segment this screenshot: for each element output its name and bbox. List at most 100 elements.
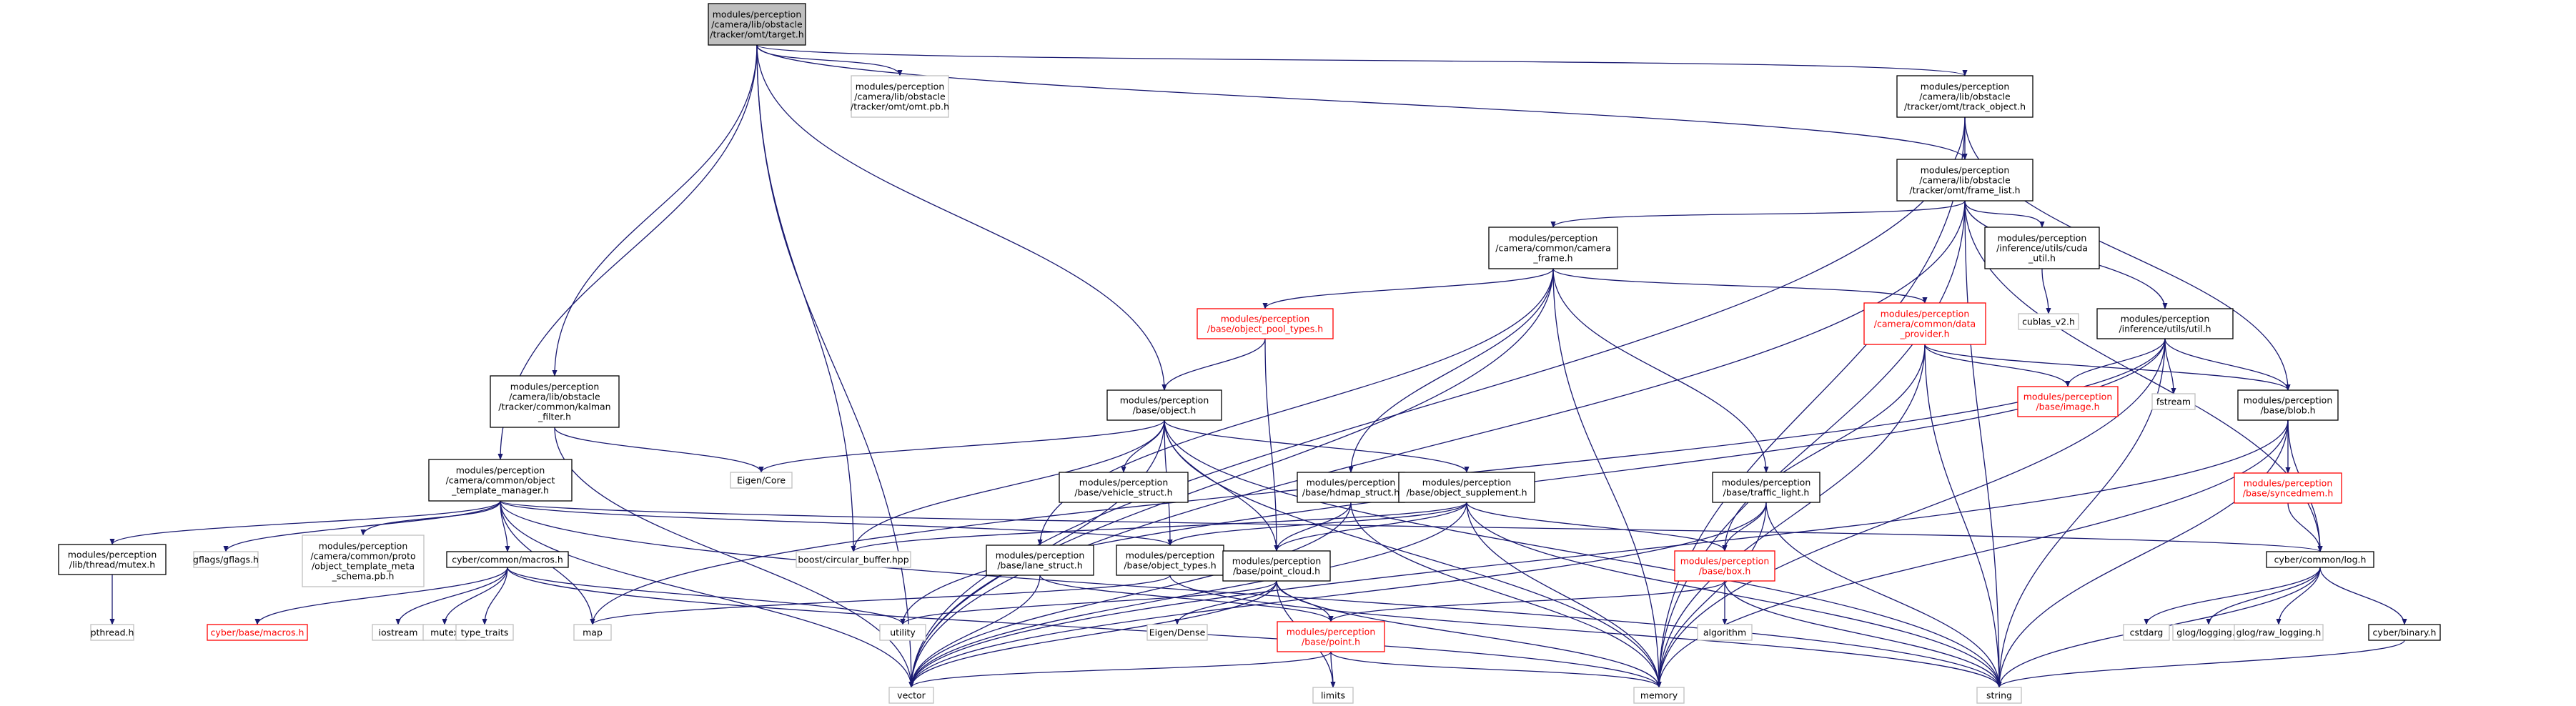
node-gflags[interactable]: gflags/gflags.h (193, 551, 259, 568)
node-hdmap-struct[interactable]: modules/perception/base/hdmap_struct.h (1297, 472, 1405, 503)
edge-inference-util-to-base-image (2065, 338, 2166, 387)
node-box (193, 551, 259, 568)
node-box (986, 545, 1094, 576)
node-cyber-binary[interactable]: cyber/binary.h (2368, 624, 2441, 641)
node-box (490, 375, 620, 428)
node-fstream[interactable]: fstream (2151, 393, 2196, 410)
edge (1167, 502, 1467, 546)
node-syncedmem[interactable]: modules/perception/base/syncedmem.h (2234, 472, 2342, 504)
node-eigen-core[interactable]: Eigen/Core (730, 472, 793, 489)
edge (500, 500, 1173, 546)
node-lane-struct[interactable]: modules/perception/base/lane_struct.h (986, 545, 1094, 576)
node-base-object[interactable]: modules/perception/base/object.h (1106, 389, 1222, 421)
edge-data-provider-to-memory (1656, 344, 1926, 688)
node-box (851, 75, 949, 118)
node-template-meta-pb[interactable]: modules/perception/camera/common/proto/o… (302, 535, 425, 587)
node-cstdarg[interactable]: cstdarg (2123, 624, 2170, 641)
node-label-line: /camera/common/proto (310, 551, 415, 562)
node-inference-util[interactable]: modules/perception/inference/utils/util.… (2096, 308, 2234, 339)
node-glog-logging[interactable]: glog/logging.h (2172, 624, 2245, 641)
edge-point-cloud-to-utility (900, 580, 1277, 625)
node-object-types[interactable]: modules/perception/base/object_types.h (1116, 545, 1224, 576)
node-camera-frame[interactable]: modules/perception/camera/common/camera_… (1488, 227, 1618, 269)
node-traffic-light[interactable]: modules/perception/base/traffic_light.h (1712, 472, 1820, 503)
node-omt-pb[interactable]: modules/perception/camera/lib/obstacle/t… (851, 75, 949, 118)
node-label-line: modules/perception (1722, 477, 1811, 488)
node-utility[interactable]: utility (879, 624, 926, 641)
node-circular-buffer[interactable]: boost/circular_buffer.hpp (796, 551, 911, 568)
node-base-point[interactable]: modules/perception/base/point.h (1277, 621, 1385, 652)
edge-data-provider-to-string (1924, 344, 2002, 688)
node-object-supplement[interactable]: modules/perception/base/object_supplemen… (1398, 472, 1535, 503)
node-label-line: _template_manager.h (451, 485, 549, 496)
node-cublas[interactable]: cublas_v2.h (2018, 313, 2079, 330)
node-root[interactable]: modules/perception/camera/lib/obstacle/t… (708, 3, 806, 46)
edge-object-supplement-to-vector (908, 502, 1467, 688)
node-point-cloud[interactable]: modules/perception/base/point_cloud.h (1222, 550, 1331, 582)
node-algorithm[interactable]: algorithm (1697, 624, 1753, 641)
edge (1121, 419, 1165, 473)
node-box (1697, 624, 1753, 641)
edge-object-types-to-string (1169, 575, 2002, 688)
node-vehicle-struct[interactable]: modules/perception/base/vehicle_struct.h (1059, 472, 1189, 503)
node-frame-list[interactable]: modules/perception/camera/lib/obstacle/t… (1896, 159, 2033, 202)
edge (1656, 338, 2166, 688)
node-label-line: /base/syncedmem.h (2243, 488, 2334, 499)
node-label-line: modules/perception (1680, 556, 1770, 567)
node-label-line: /inference/utils/cuda (1996, 243, 2088, 254)
node-box (1896, 159, 2033, 202)
edge (1164, 419, 2002, 688)
edge-syncedmem-to-cyber-log (2287, 502, 2323, 552)
node-vector[interactable]: vector (888, 687, 934, 704)
edge-inference-util-to-memory (1656, 338, 2166, 688)
node-map[interactable]: map (573, 624, 612, 641)
node-label-line: modules/perception (1998, 233, 2087, 244)
edge-base-box-to-string (1724, 580, 2002, 688)
node-box (2237, 389, 2339, 421)
node-base-image[interactable]: modules/perception/base/image.h (2017, 386, 2119, 417)
node-limits[interactable]: limits (1312, 687, 1354, 704)
node-eigen-dense[interactable]: Eigen/Dense (1146, 624, 1208, 641)
node-label-line: cublas_v2.h (2022, 317, 2075, 327)
node-string[interactable]: string (1976, 687, 2022, 704)
node-type-traits[interactable]: type_traits (455, 624, 514, 641)
node-base-box[interactable]: modules/perception/base/box.h (1674, 550, 1775, 582)
edge-object-pool-types-to-base-object (1161, 338, 1266, 391)
node-cuda-util[interactable]: modules/perception/inference/utils/cuda_… (1984, 227, 2100, 269)
node-cyber-log[interactable]: cyber/common/log.h (2266, 551, 2374, 568)
node-pthread[interactable]: pthread.h (90, 624, 134, 641)
node-object-pool-types[interactable]: modules/perception/base/object_pool_type… (1197, 308, 1334, 339)
node-box (446, 551, 569, 568)
edge (1924, 344, 2291, 391)
edge-base-object-to-eigen-core (758, 419, 1165, 473)
node-box (888, 687, 934, 704)
edge (360, 500, 501, 536)
node-base-blob[interactable]: modules/perception/base/blob.h (2237, 389, 2339, 421)
edge (1276, 580, 1662, 688)
node-thread-mutex[interactable]: modules/perception/lib/thread/mutex.h (58, 544, 167, 575)
node-kalman[interactable]: modules/perception/camera/lib/obstacle/t… (490, 375, 620, 428)
node-data-provider[interactable]: modules/perception/camera/common/data_pr… (1863, 302, 1986, 345)
node-cyber-base-macros[interactable]: cyber/base/macros.h (207, 624, 308, 641)
node-label-line: modules/perception (1307, 477, 1396, 488)
edge-hdmap-struct-to-point-cloud (1274, 502, 1352, 552)
node-cyber-macros[interactable]: cyber/common/macros.h (446, 551, 569, 568)
edge-obj-template-to-template-meta-pb (360, 500, 501, 536)
node-glog-raw[interactable]: glog/raw_logging.h (2234, 624, 2324, 641)
edge-lane-struct-to-base-point (1039, 575, 1334, 622)
edge (395, 567, 508, 625)
node-box (1398, 472, 1535, 503)
node-obj-template[interactable]: modules/perception/camera/common/object_… (428, 459, 573, 502)
node-track-object[interactable]: modules/perception/camera/lib/obstacle/t… (1896, 75, 2033, 118)
node-label-line: boost/circular_buffer.hpp (798, 555, 908, 565)
edge (1552, 268, 1662, 688)
edge (908, 575, 1041, 688)
node-label-line: map (583, 627, 603, 638)
node-iostream[interactable]: iostream (372, 624, 425, 641)
node-label-line: cyber/common/log.h (2274, 555, 2367, 565)
node-mutex[interactable]: mutex (422, 624, 467, 641)
edge (908, 116, 1966, 688)
edge (109, 500, 501, 545)
node-memory[interactable]: memory (1633, 687, 1685, 704)
